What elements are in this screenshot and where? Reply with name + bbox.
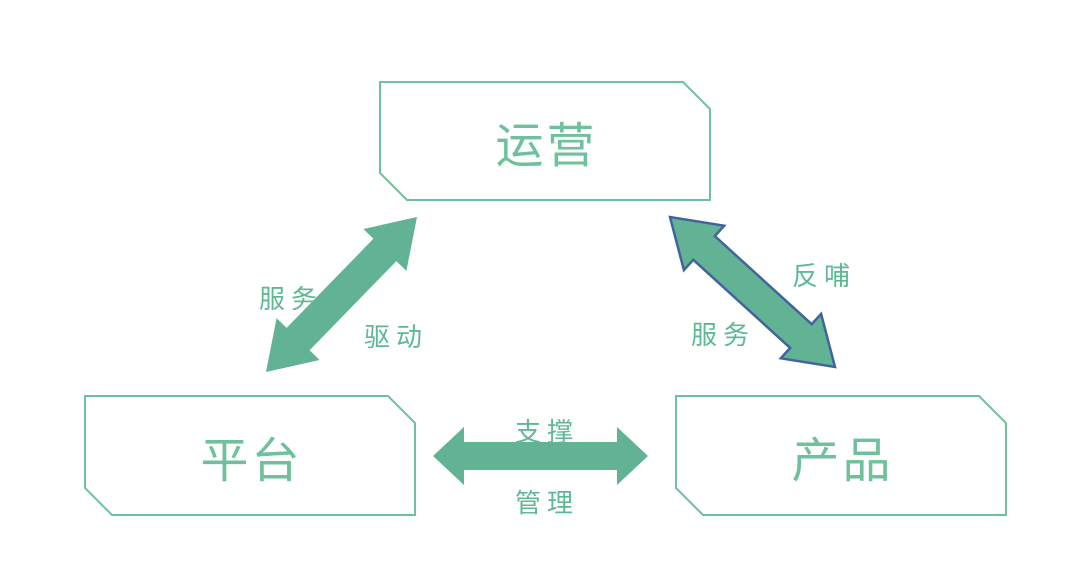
arrow-operations-product xyxy=(668,215,837,369)
arrow-platform-operations xyxy=(266,217,417,372)
node-product-box xyxy=(675,395,1007,516)
node-operations-box xyxy=(379,81,711,201)
node-platform-box xyxy=(84,395,416,516)
arrow-platform-product xyxy=(433,427,648,485)
